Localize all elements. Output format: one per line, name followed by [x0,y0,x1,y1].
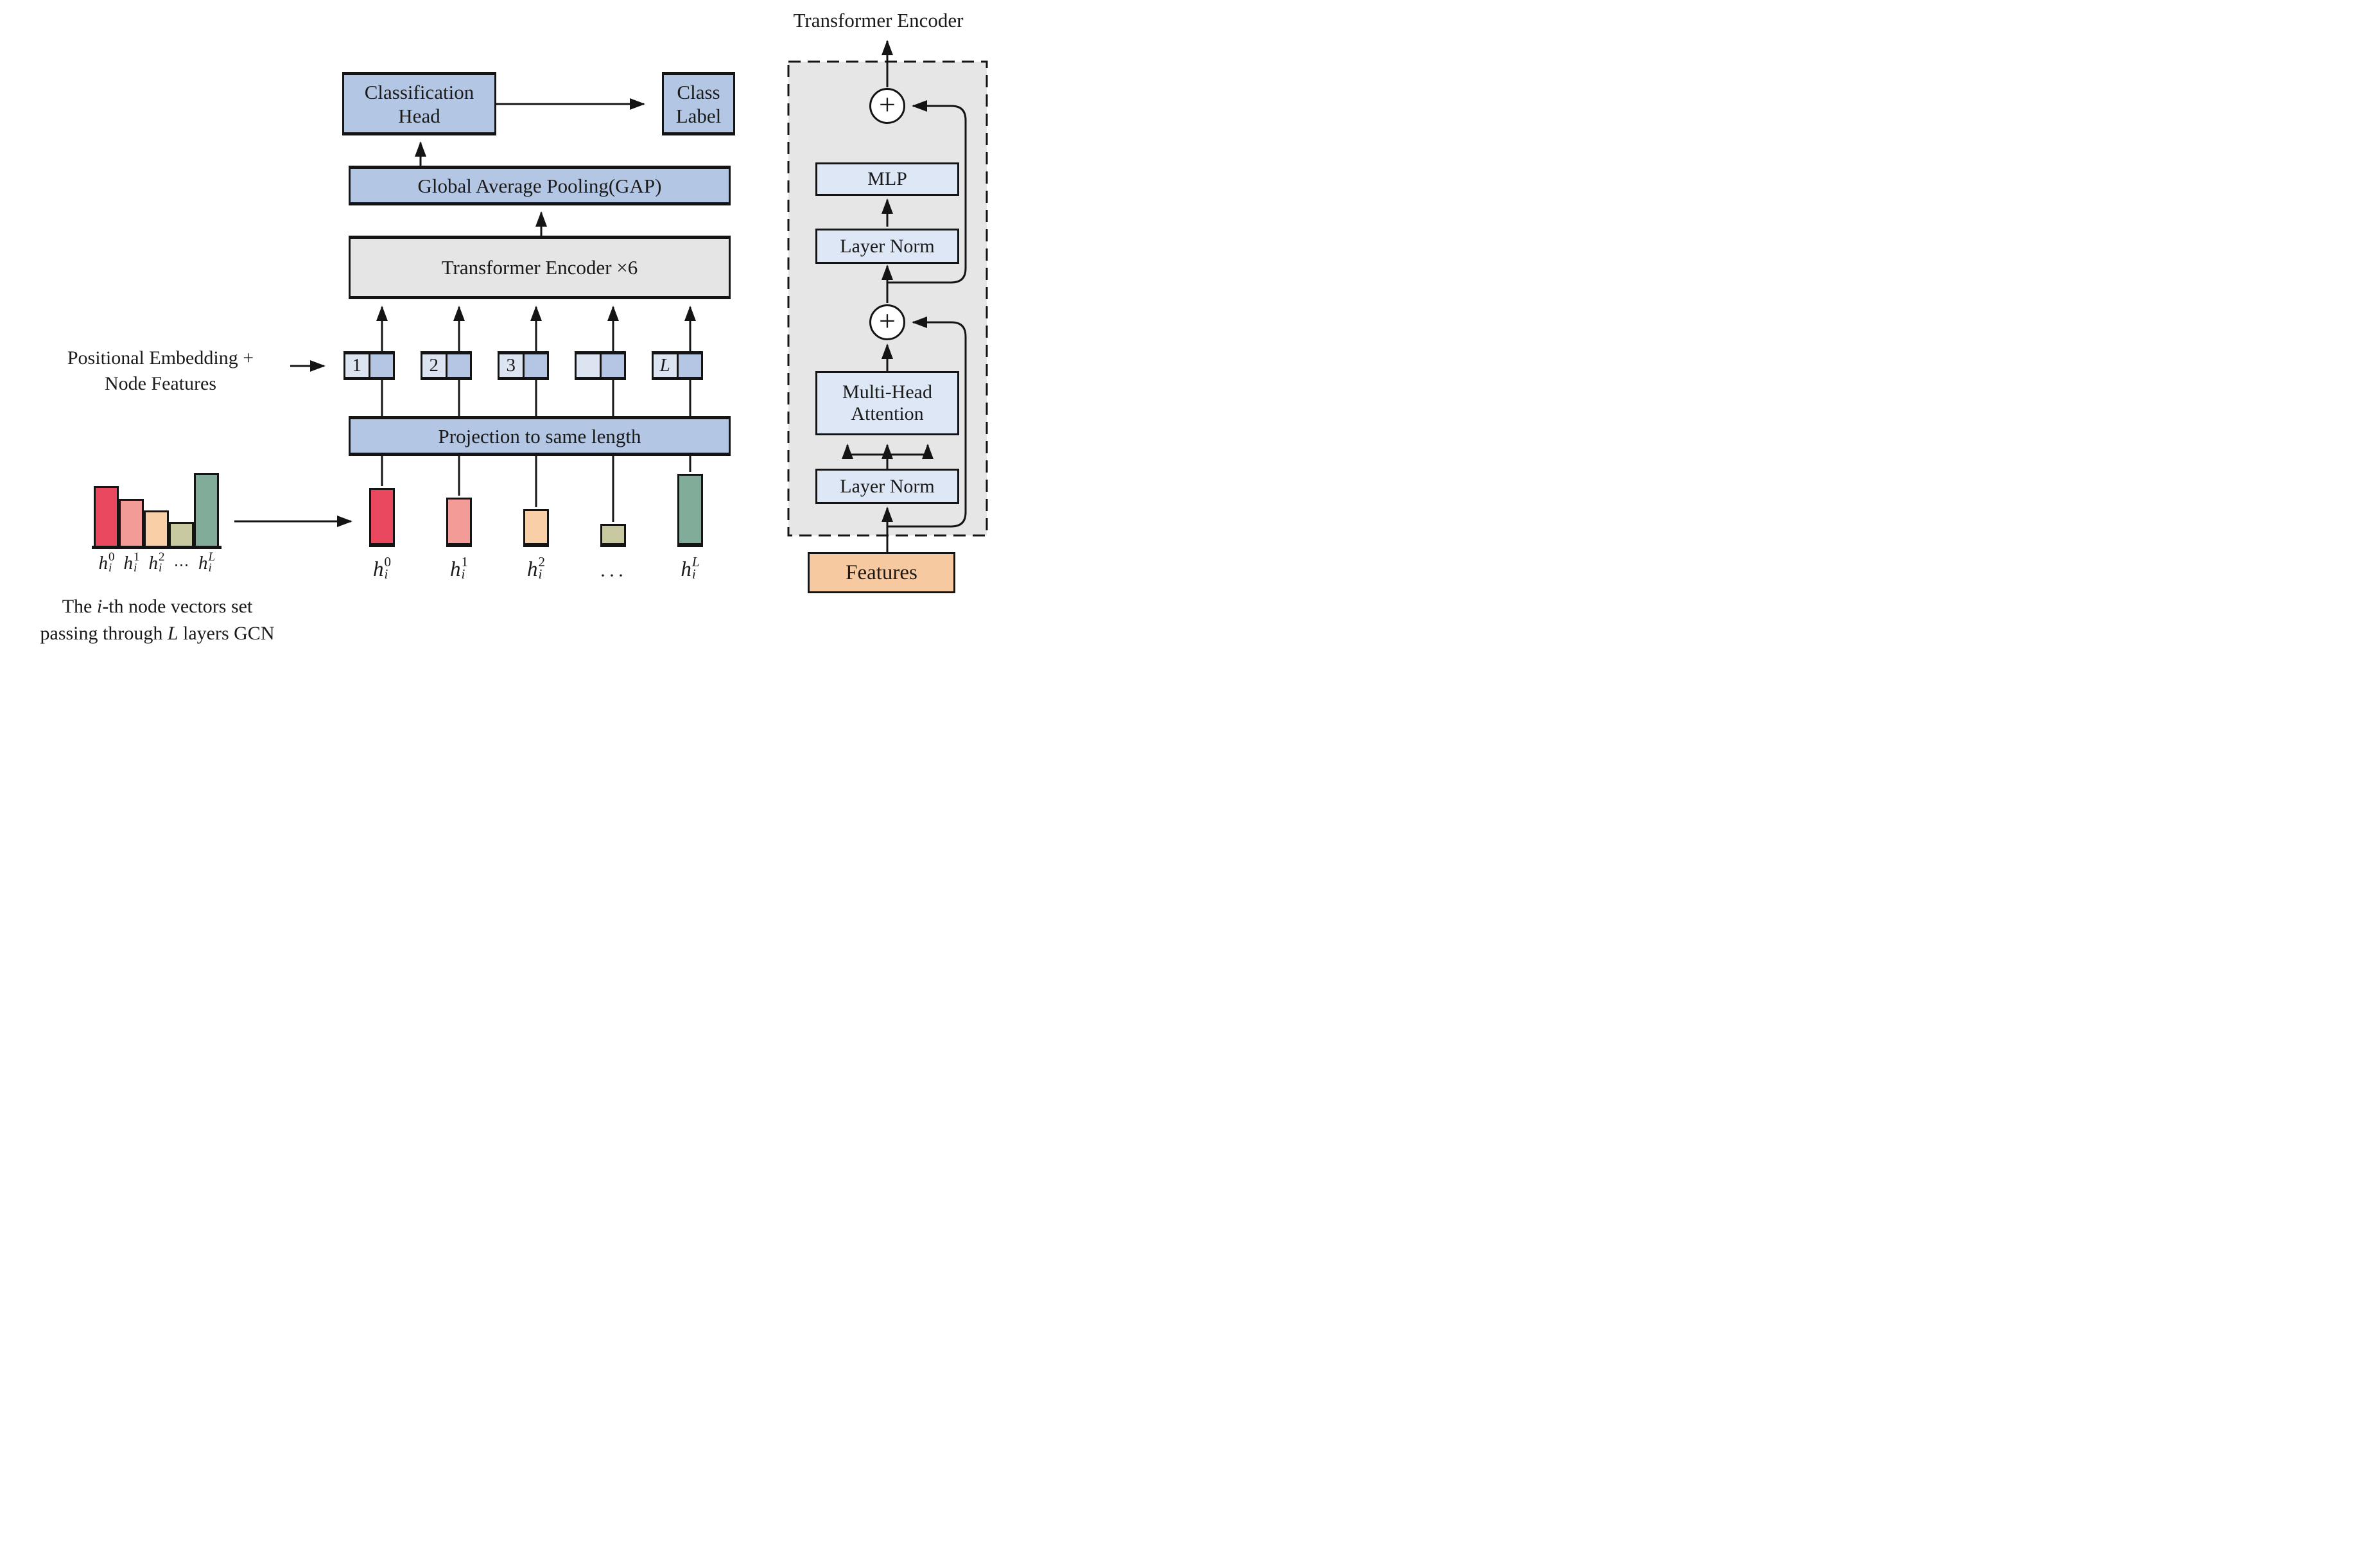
gcn-label-h-i-2: h 2 i [148,550,165,575]
caption-line1: The i-th node vectors set [62,596,253,617]
projected-bar-h0 [369,488,395,547]
layer-norm-top-box: Layer Norm [815,229,959,264]
token-3: 3 [498,351,549,380]
token-3-position-cell: 3 [499,354,525,377]
token-2: 2 [421,351,472,380]
skip-connection-upper [887,100,967,284]
projected-bar-h2 [523,509,549,547]
positional-embedding-line1: Positional Embedding + [67,347,254,369]
transformer-x6-label: Transformer Encoder ×6 [441,256,638,279]
transformer-encoder-x6-box: Transformer Encoder ×6 [349,236,731,299]
layer-norm-bottom-label: Layer Norm [840,475,935,497]
layer-norm-top-label: Layer Norm [840,235,935,257]
skip-connection-lower [887,317,967,528]
gcn-label-h-i-L: h L i [198,550,216,575]
projection-box: Projection to same length [349,416,731,456]
token-1-feature-cell [370,354,393,377]
class-label-text: Class Label [675,80,722,127]
caption-line2: passing through L layers GCN [40,623,275,644]
middle-dots: ··· [600,565,627,586]
token-L: L [652,351,703,380]
token-1-position-cell: 1 [345,354,370,377]
add-node-top: + [869,88,905,124]
token-L-feature-cell [678,354,701,377]
token-4-feature-cell [601,354,624,377]
global-average-pooling-box: Global Average Pooling(GAP) [349,166,731,205]
connector-layer [234,40,988,552]
projected-bar-h1 [446,498,472,547]
plus-icon: + [879,88,896,121]
gcn-dots: ⋯ [173,557,190,574]
plus-icon: + [879,304,896,337]
gcn-bar-h2 [144,510,169,546]
label-h-i-0: h 0 i [373,554,391,582]
architecture-diagram: Classification Head Class Label Global A… [0,0,992,652]
label-h-i-2: h 2 i [527,554,545,582]
projected-bar-hL [677,474,703,547]
encoder-panel-title: Transformer Encoder [793,9,964,31]
features-box: Features [808,552,955,593]
mlp-label: MLP [867,168,907,189]
token-4 [575,351,626,380]
projection-label: Projection to same length [438,424,641,447]
positional-embedding-label: Positional Embedding + Node Features [35,345,286,397]
token-L-position-cell: L [654,354,679,377]
gcn-label-h-i-0: h 0 i [98,550,115,575]
token-3-feature-cell [524,354,547,377]
positional-embedding-line2: Node Features [104,373,217,394]
classification-head-label: Classification Head [364,80,474,127]
gcn-bars-baseline [92,546,221,549]
features-label: Features [846,561,917,584]
class-label-box: Class Label [662,72,735,135]
label-h-i-1: h 1 i [450,554,468,582]
label-h-i-L: h L i [681,554,700,582]
classification-head-box: Classification Head [342,72,496,135]
token-4-position-cell [577,354,602,377]
gcn-bar-h0 [94,486,119,546]
token-2-feature-cell [447,354,470,377]
layer-norm-bottom-box: Layer Norm [815,469,959,504]
mlp-box: MLP [815,162,959,196]
gap-label: Global Average Pooling(GAP) [417,174,662,197]
gcn-bar-hL [194,473,219,546]
multi-head-attention-label: Multi-Head Attention [842,381,932,424]
gcn-bar-dots [169,522,194,546]
gcn-bar-h1 [119,499,144,546]
token-2-position-cell: 2 [422,354,447,377]
add-node-bottom: + [869,304,905,340]
token-1: 1 [343,351,395,380]
gcn-label-h-i-1: h 1 i [123,550,140,575]
projected-bar-dots [600,524,626,547]
multi-head-attention-box: Multi-Head Attention [815,371,959,435]
